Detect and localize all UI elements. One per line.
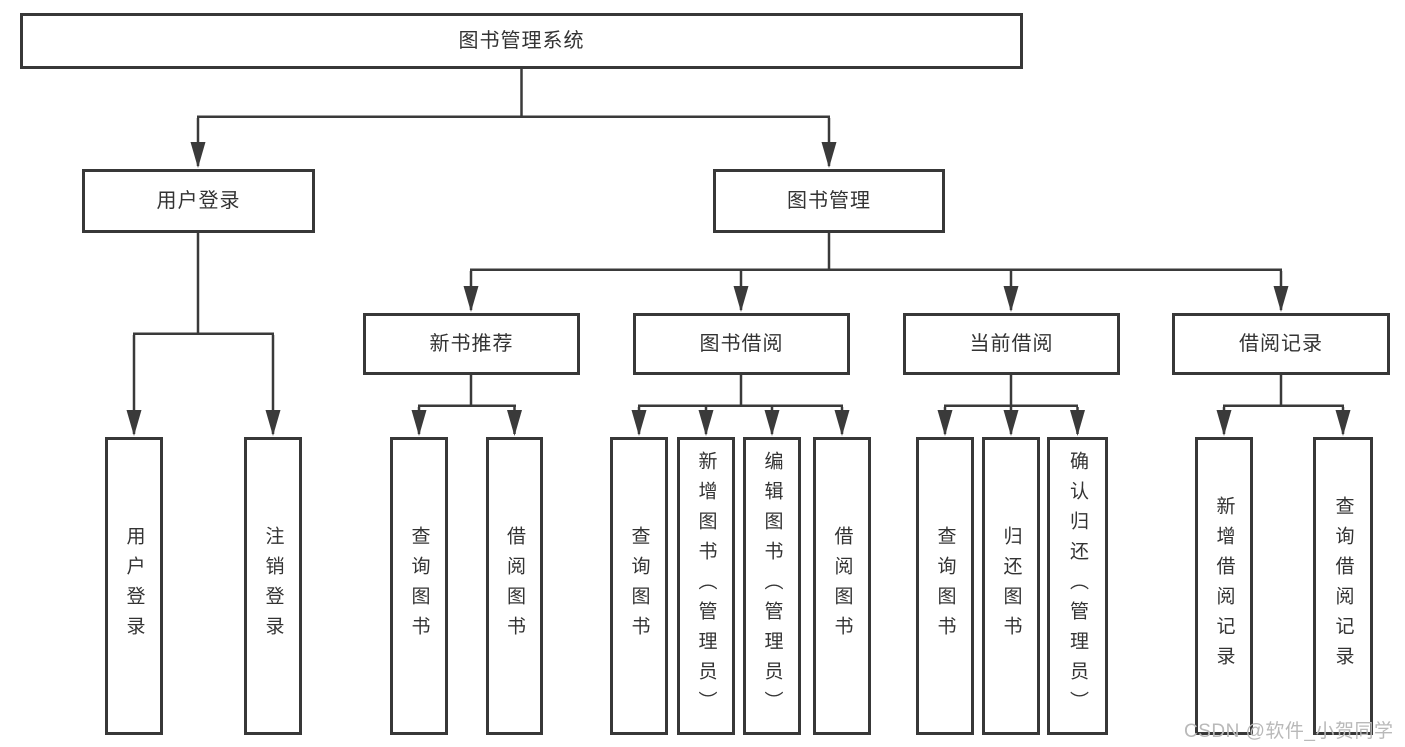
leaf-query-borrow-record: 查询借阅记录 bbox=[1313, 437, 1373, 735]
leaf-borrow-books-label: 借阅图书 bbox=[831, 526, 853, 646]
leaf-return-book: 归还图书 bbox=[982, 437, 1040, 735]
leaf-add-borrow-record-label: 新增借阅记录 bbox=[1213, 496, 1235, 676]
leaf-user-login-label: 用户登录 bbox=[123, 526, 145, 646]
leaf-query-books-under-recommendation: 查询图书 bbox=[390, 437, 448, 735]
node-user-login: 用户登录 bbox=[82, 169, 315, 233]
leaf-edit-book-admin: 编辑图书（管理员） bbox=[743, 437, 801, 735]
leaf-user-login: 用户登录 bbox=[105, 437, 163, 735]
csdn-watermark: CSDN @软件_小贺同学 bbox=[1184, 721, 1394, 742]
connector-book-mgmt-trunk bbox=[470, 233, 1282, 271]
leaf-add-book-admin: 新增图书（管理员） bbox=[677, 437, 735, 735]
node-user-login-label: 用户登录 bbox=[156, 190, 241, 212]
node-new-book-recommendation: 新书推荐 bbox=[363, 313, 580, 375]
leaf-query-borrow-record-label: 查询借阅记录 bbox=[1332, 496, 1354, 676]
leaf-query-books-label: 查询图书 bbox=[934, 526, 956, 646]
node-book-borrowing: 图书借阅 bbox=[633, 313, 850, 375]
connector-root-trunk bbox=[197, 69, 830, 118]
leaf-add-book-admin-label: 新增图书（管理员） bbox=[695, 451, 717, 721]
leaf-query-books-under-current: 查询图书 bbox=[916, 437, 974, 735]
leaf-edit-book-admin-label: 编辑图书（管理员） bbox=[761, 451, 783, 721]
leaf-logout: 注销登录 bbox=[244, 437, 302, 735]
node-borrowing-records: 借阅记录 bbox=[1172, 313, 1390, 375]
node-book-management: 图书管理 bbox=[713, 169, 945, 233]
node-new-book-recommendation-label: 新书推荐 bbox=[429, 333, 514, 355]
node-library-system: 图书管理系统 bbox=[20, 13, 1023, 69]
leaf-confirm-return-admin-label: 确认归还（管理员） bbox=[1067, 451, 1088, 721]
connector-book-borrow-trunk bbox=[638, 375, 843, 407]
node-current-borrowing-label: 当前借阅 bbox=[969, 333, 1054, 355]
node-borrowing-records-label: 借阅记录 bbox=[1239, 333, 1323, 355]
leaf-borrow-books-label: 借阅图书 bbox=[504, 526, 525, 646]
leaf-logout-label: 注销登录 bbox=[262, 526, 284, 646]
connector-user-login-trunk bbox=[133, 233, 274, 335]
node-book-borrowing-label: 图书借阅 bbox=[699, 333, 784, 355]
connector-borrow-records-trunk bbox=[1223, 375, 1344, 407]
leaf-return-book-label: 归还图书 bbox=[1000, 526, 1022, 646]
leaf-borrow-books-under-borrowing: 借阅图书 bbox=[813, 437, 871, 735]
leaf-add-borrow-record: 新增借阅记录 bbox=[1195, 437, 1253, 735]
leaf-query-books-under-borrowing: 查询图书 bbox=[610, 437, 668, 735]
leaf-borrow-books-under-recommendation: 借阅图书 bbox=[486, 437, 543, 735]
node-book-management-label: 图书管理 bbox=[787, 190, 871, 212]
node-library-system-label: 图书管理系统 bbox=[458, 30, 585, 52]
leaf-query-books-label: 查询图书 bbox=[408, 526, 430, 646]
connector-new-book-rec-trunk bbox=[418, 375, 516, 407]
node-current-borrowing: 当前借阅 bbox=[903, 313, 1120, 375]
leaf-confirm-return-admin: 确认归还（管理员） bbox=[1047, 437, 1108, 735]
leaf-query-books-label: 查询图书 bbox=[628, 526, 650, 646]
connector-current-borrow-trunk bbox=[944, 375, 1078, 407]
